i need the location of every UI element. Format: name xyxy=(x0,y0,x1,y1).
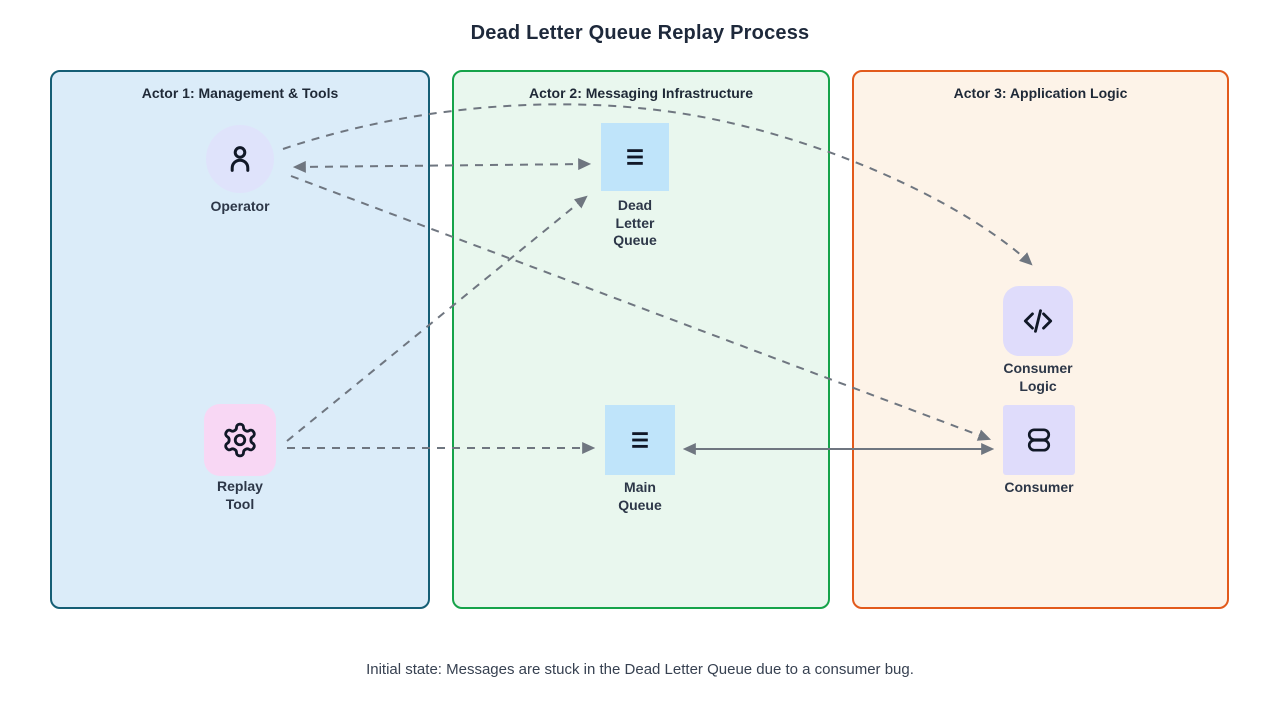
gear-icon xyxy=(221,421,259,459)
diagram-title: Dead Letter Queue Replay Process xyxy=(470,22,810,44)
consumer-label: Consumer xyxy=(1004,479,1074,495)
replay-tool-label: Replay Tool xyxy=(217,478,263,512)
actor3-header: Actor 3: Application Logic xyxy=(953,85,1128,101)
queue-lines-icon xyxy=(623,423,657,457)
code-icon xyxy=(1019,302,1057,340)
replay-tool-node xyxy=(204,404,276,476)
operator-node xyxy=(206,125,274,193)
person-icon xyxy=(222,141,258,177)
main-queue-label: Main Queue xyxy=(618,479,662,513)
operator-label: Operator xyxy=(210,198,270,214)
main-queue-node xyxy=(605,405,675,475)
dead-letter-queue-label: Dead Letter Queue xyxy=(613,197,657,248)
diagram-caption: Initial state: Messages are stuck in the… xyxy=(366,661,914,678)
database-stack-icon xyxy=(1021,422,1057,458)
actor1-header: Actor 1: Management & Tools xyxy=(141,85,339,101)
consumer-node xyxy=(1003,405,1075,475)
queue-lines-icon xyxy=(618,140,652,174)
consumer-logic-node xyxy=(1003,286,1073,356)
dead-letter-queue-node xyxy=(601,123,669,191)
actor2-header: Actor 2: Messaging Infrastructure xyxy=(528,85,754,101)
consumer-logic-label: Consumer Logic xyxy=(1003,360,1073,394)
